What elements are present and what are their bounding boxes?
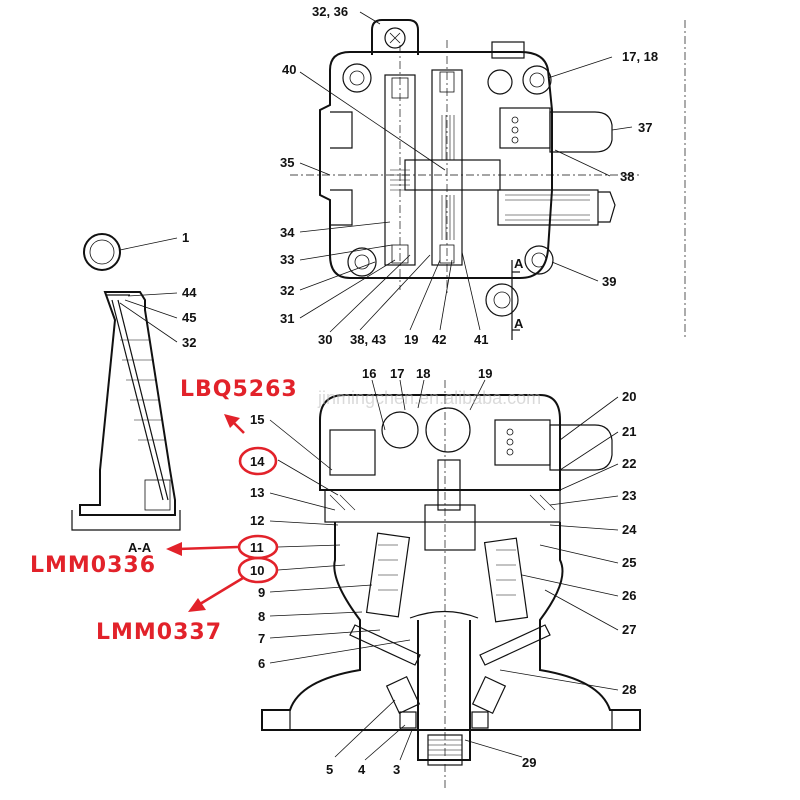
arrow-head-11 bbox=[166, 542, 182, 556]
callout-11: 11 bbox=[250, 540, 264, 555]
callout-44: 44 bbox=[182, 285, 197, 300]
callout-17-18-top: 17, 18 bbox=[622, 49, 658, 64]
callout-40: 40 bbox=[282, 62, 296, 77]
callout-34: 34 bbox=[280, 225, 295, 240]
callout-25: 25 bbox=[622, 555, 636, 570]
callout-19-top: 19 bbox=[404, 332, 418, 347]
callout-16: 16 bbox=[362, 366, 376, 381]
highlight-ring-10 bbox=[237, 556, 279, 584]
callout-18: 18 bbox=[416, 366, 430, 381]
view-marker-a-upper: A bbox=[514, 256, 524, 271]
callout-1: 1 bbox=[182, 230, 189, 245]
callout-32-36: 32, 36 bbox=[312, 4, 348, 19]
callout-5: 5 bbox=[326, 762, 333, 777]
section-a-a bbox=[71, 233, 181, 531]
callout-7: 7 bbox=[258, 631, 265, 646]
callout-17: 17 bbox=[390, 366, 404, 381]
highlight-annotations bbox=[166, 414, 279, 612]
callout-27: 27 bbox=[622, 622, 636, 637]
callout-23: 23 bbox=[622, 488, 636, 503]
callout-32-top: 32 bbox=[280, 283, 294, 298]
callout-42: 42 bbox=[432, 332, 446, 347]
watermark: jinmingchen.en.alibaba.com bbox=[317, 388, 541, 408]
callout-19: 19 bbox=[478, 366, 492, 381]
callout-30: 30 bbox=[318, 332, 332, 347]
callout-6: 6 bbox=[258, 656, 265, 671]
callout-labels-bottom: 16 17 18 19 15 20 21 14 22 13 23 12 24 1… bbox=[250, 366, 637, 777]
highlight-ring-14 bbox=[238, 446, 278, 476]
callout-15: 15 bbox=[250, 412, 264, 427]
callout-21: 21 bbox=[622, 424, 636, 439]
callout-10: 10 bbox=[250, 563, 264, 578]
callout-22: 22 bbox=[622, 456, 636, 471]
callout-32-left: 32 bbox=[182, 335, 196, 350]
callout-38-top: 38 bbox=[620, 169, 634, 184]
callout-38-43: 38, 43 bbox=[350, 332, 386, 347]
callout-28: 28 bbox=[622, 682, 636, 697]
callout-labels-left: 1 44 45 32 A-A bbox=[128, 230, 197, 555]
part-code-lbq5263: LBQ5263 bbox=[180, 377, 298, 402]
callout-45: 45 bbox=[182, 310, 196, 325]
callout-24: 24 bbox=[622, 522, 637, 537]
section-label-a-a: A-A bbox=[128, 540, 152, 555]
top-view-valve-block bbox=[290, 19, 686, 340]
callout-8: 8 bbox=[258, 609, 265, 624]
callout-41: 41 bbox=[474, 332, 488, 347]
callout-39: 39 bbox=[602, 274, 616, 289]
arrow-head-10 bbox=[188, 598, 206, 612]
callout-13: 13 bbox=[250, 485, 264, 500]
callout-20: 20 bbox=[622, 389, 636, 404]
part-code-lmm0336: LMM0336 bbox=[30, 553, 156, 578]
callout-9: 9 bbox=[258, 585, 265, 600]
leader-lines bbox=[119, 11, 633, 761]
callout-35: 35 bbox=[280, 155, 294, 170]
arrow-head-14 bbox=[224, 414, 240, 428]
callout-12: 12 bbox=[250, 513, 264, 528]
part-codes: LBQ5263 LMM0336 LMM0337 bbox=[30, 377, 298, 645]
bottom-view-motor-body bbox=[261, 380, 641, 790]
callout-33: 33 bbox=[280, 252, 294, 267]
callout-4: 4 bbox=[358, 762, 366, 777]
callout-26: 26 bbox=[622, 588, 636, 603]
callout-3: 3 bbox=[393, 762, 400, 777]
part-code-lmm0337: LMM0337 bbox=[96, 620, 222, 645]
callout-14: 14 bbox=[250, 454, 265, 469]
callout-labels-top: 32, 36 17, 18 40 37 35 38 34 33 39 32 31… bbox=[280, 4, 658, 347]
callout-37: 37 bbox=[638, 120, 652, 135]
callout-29: 29 bbox=[522, 755, 536, 770]
callout-31: 31 bbox=[280, 311, 294, 326]
view-marker-a-lower: A bbox=[514, 316, 524, 331]
